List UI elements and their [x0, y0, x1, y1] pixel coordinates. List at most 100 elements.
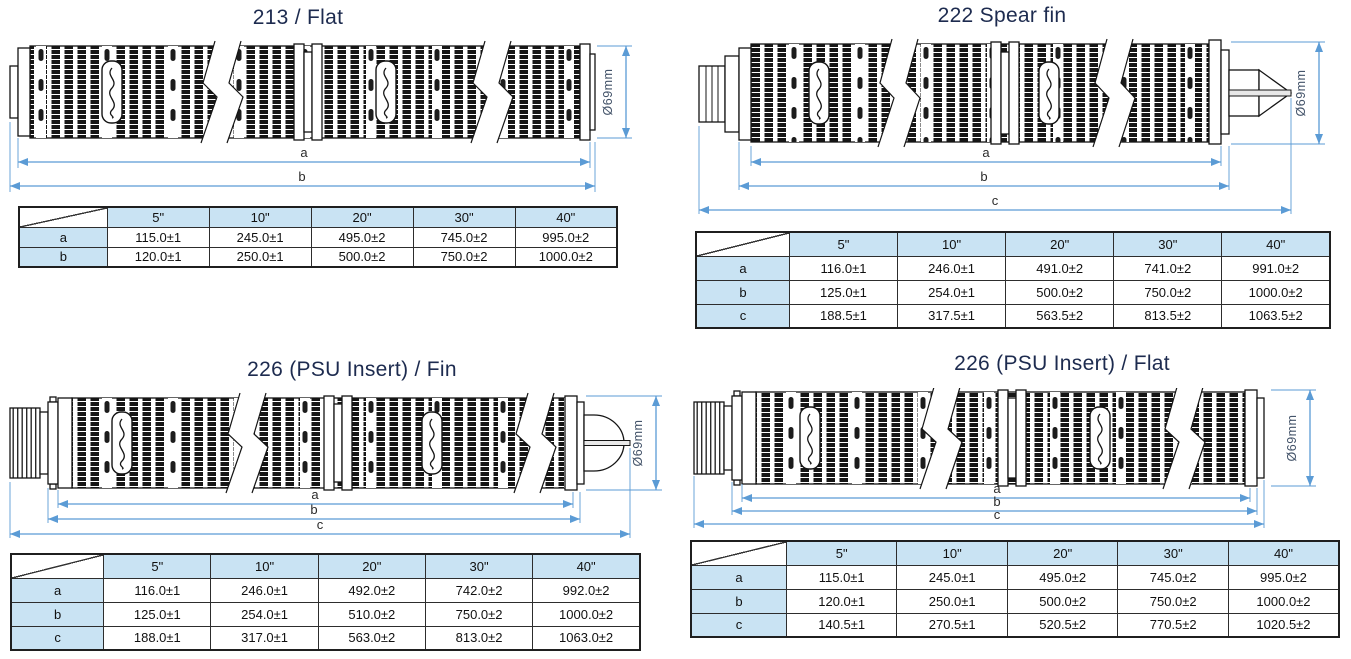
- drawing-222-spear-fin: a b c Ø69mm: [698, 38, 1325, 214]
- column-header: 20": [317, 553, 426, 579]
- column-header: 40": [514, 206, 618, 228]
- column-header: 20": [310, 206, 414, 228]
- dimension-value: 500.0±2: [310, 246, 414, 268]
- dimension-value: 245.0±1: [208, 226, 312, 248]
- dimension-b: b: [9, 122, 596, 192]
- column-header: 5": [788, 231, 899, 257]
- brand-script-logo: [799, 406, 821, 470]
- column-header: 10": [210, 553, 319, 579]
- break-marks: [919, 388, 1206, 490]
- corner-cell: [695, 231, 790, 257]
- column-header: 40": [1221, 231, 1331, 257]
- brand-script-logo: [1089, 406, 1111, 470]
- spear-fin-tip: [1208, 39, 1293, 145]
- dimension-value: 115.0±1: [785, 564, 898, 590]
- 226-connector: [9, 396, 73, 490]
- column-header: 30": [424, 553, 534, 579]
- dim-label-b: b: [993, 494, 1000, 509]
- dimension-b: b: [738, 142, 1230, 190]
- row-label: a: [690, 564, 787, 590]
- dimension-value: 500.0±2: [1006, 588, 1119, 614]
- section-title-222-spear-fin: 222 Spear fin: [937, 4, 1067, 27]
- section-title-213-flat: 213 / Flat: [252, 6, 344, 29]
- dim-label-b: b: [310, 502, 317, 517]
- dimension-value: 745.0±2: [412, 226, 516, 248]
- dimension-value: 125.0±1: [103, 601, 212, 627]
- drawing-226-psu-flat: a b c Ø69mm: [693, 388, 1316, 528]
- row-label: b: [690, 588, 787, 614]
- dimension-value: 745.0±2: [1117, 564, 1229, 590]
- column-header: 5": [106, 206, 210, 228]
- fin-dome-tip: [564, 395, 631, 491]
- diameter-label: Ø69mm: [1294, 70, 1308, 117]
- brand-script-logo: [808, 61, 830, 125]
- break-marks: [200, 40, 514, 144]
- column-header: 30": [1113, 231, 1223, 257]
- column-header: 20": [1005, 231, 1115, 257]
- 222-connector: [698, 47, 752, 141]
- diameter-dimension: Ø69mm: [1231, 41, 1325, 145]
- diameter-dimension: Ø69mm: [586, 395, 662, 491]
- dimension-value: 1020.5±2: [1227, 612, 1340, 638]
- center-coupling: [997, 389, 1027, 487]
- row-label: b: [695, 279, 790, 305]
- dim-label-a: a: [993, 481, 1001, 496]
- dimension-c: c: [698, 98, 1292, 214]
- diameter-dimension: Ø69mm: [597, 45, 632, 139]
- row-label: a: [695, 255, 790, 281]
- dimension-value: 317.5±1: [897, 303, 1007, 329]
- dimension-value: 254.0±1: [897, 279, 1007, 305]
- dimension-value: 995.0±2: [1227, 564, 1340, 590]
- header-row: 5"10"20"30"40": [18, 206, 618, 228]
- dimension-b: b: [47, 488, 581, 523]
- column-header: 10": [897, 231, 1007, 257]
- column-header: 5": [785, 540, 898, 566]
- dimension-value: 115.0±1: [106, 226, 210, 248]
- dimension-value: 254.0±1: [210, 601, 319, 627]
- column-header: 40": [1227, 540, 1340, 566]
- diameter-label: Ø69mm: [1285, 415, 1299, 462]
- flat-end-cap: [1244, 389, 1265, 487]
- dimension-value: 495.0±2: [310, 226, 414, 248]
- row-label: a: [10, 577, 105, 603]
- row-label: c: [695, 303, 790, 329]
- dim-label-c: c: [992, 193, 999, 208]
- dimension-value: 250.0±1: [208, 246, 312, 268]
- dimension-value: 992.0±2: [532, 577, 641, 603]
- diameter-label: Ø69mm: [601, 69, 615, 116]
- dimension-value: 317.0±1: [210, 625, 319, 651]
- corner-cell: [10, 553, 105, 579]
- dimension-value: 125.0±1: [788, 279, 899, 305]
- brand-script-logo: [421, 411, 443, 475]
- dimension-value: 116.0±1: [103, 577, 212, 603]
- row-label: a: [18, 226, 108, 248]
- dimension-value: 1000.0±2: [1227, 588, 1340, 614]
- row-label: b: [10, 601, 105, 627]
- brand-script-logo: [111, 411, 133, 475]
- brand-script-logo: [375, 60, 397, 124]
- dimension-a: a: [750, 145, 1222, 166]
- dimension-value: 750.0±2: [424, 601, 534, 627]
- header-row: 5"10"20"30"40": [10, 553, 641, 579]
- corner-cell: [18, 206, 108, 228]
- dim-label-a: a: [311, 487, 319, 502]
- section-title-226-psu-flat: 226 (PSU Insert) / Flat: [954, 352, 1170, 375]
- dimension-value: 991.0±2: [1221, 255, 1331, 281]
- dimension-a: a: [17, 138, 591, 168]
- center-coupling: [293, 43, 323, 141]
- dimension-value: 813.5±2: [1113, 303, 1223, 329]
- dim-label-b: b: [298, 169, 305, 184]
- column-header: 10": [896, 540, 1008, 566]
- dimension-value: 563.5±2: [1005, 303, 1115, 329]
- dimension-value: 1000.0±2: [514, 246, 618, 268]
